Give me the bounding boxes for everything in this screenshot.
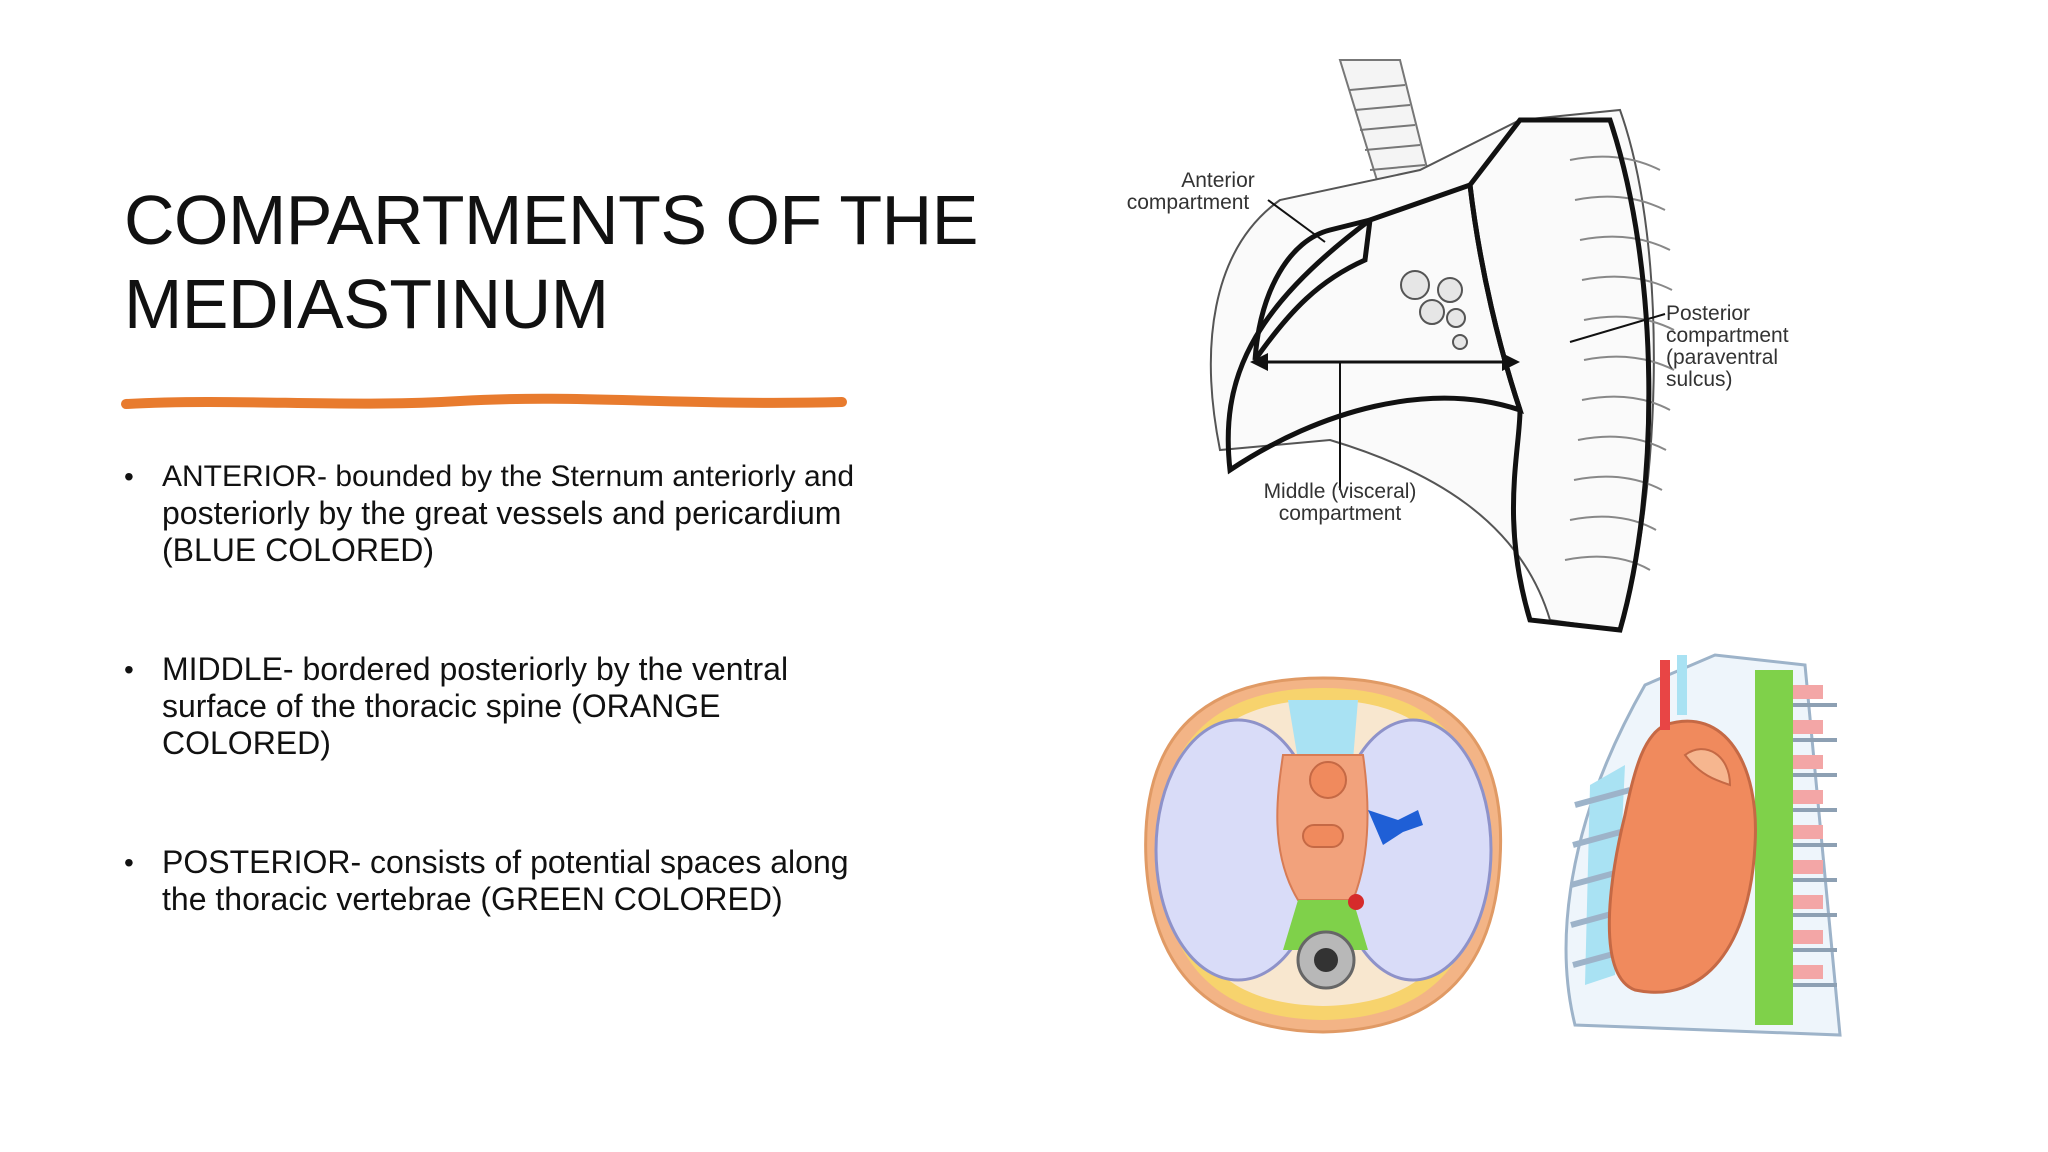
bullet-middle-line-2: COLORED): [162, 725, 331, 761]
posterior-label-line-1: Posterior: [1666, 302, 1750, 325]
axial-cross-section-illustration: [1144, 676, 1503, 1034]
bullet-dot: •: [124, 847, 134, 878]
posterior-label-line-3: (paraventral: [1666, 346, 1778, 369]
middle-label-line-1: Middle (visceral): [1264, 480, 1417, 503]
middle-label-line-2: compartment: [1279, 502, 1402, 525]
bullet-anterior-line-1: posteriorly by the great vessels and per…: [162, 495, 842, 531]
bullet-middle-lead: MIDDLE- bordered posteriorly by the vent…: [162, 651, 789, 687]
lateral-colored-illustration: [1564, 653, 1842, 1037]
bullet-anterior: • ANTERIOR- bounded by the Sternum anter…: [124, 458, 924, 569]
lateral-mediastinum-diagram: Anterior compartment Posterior compartme…: [1127, 59, 1789, 633]
bullet-anterior-lead: ANTERIOR- bounded by the Sternum anterio…: [162, 460, 855, 493]
title-underline: [121, 393, 847, 409]
bullet-posterior-line-1: the thoracic vertebrae (GREEN COLORED): [162, 881, 783, 917]
bullet-posterior-lead: POSTERIOR- consists of potential spaces …: [162, 844, 849, 880]
bullet-posterior: • POSTERIOR- consists of potential space…: [124, 844, 924, 918]
bullet-dot: •: [124, 461, 134, 492]
title-line-1: COMPARTMENTS OF THE: [124, 181, 978, 259]
slide-title: COMPARTMENTS OF THE MEDIASTINUM: [124, 178, 1024, 346]
posterior-label-line-2: compartment: [1666, 324, 1789, 347]
anterior-label-line-1: Anterior: [1181, 169, 1255, 192]
bullet-middle: • MIDDLE- bordered posteriorly by the ve…: [124, 651, 924, 762]
bullet-list: • ANTERIOR- bounded by the Sternum anter…: [124, 458, 924, 1000]
title-line-2: MEDIASTINUM: [124, 265, 609, 343]
bullet-middle-line-1: surface of the thoracic spine (ORANGE: [162, 688, 721, 724]
anterior-label-line-2: compartment: [1127, 191, 1250, 214]
bullet-dot: •: [124, 654, 134, 685]
posterior-label-line-4: sulcus): [1666, 368, 1733, 391]
bullet-anterior-line-2: (BLUE COLORED): [162, 532, 435, 568]
